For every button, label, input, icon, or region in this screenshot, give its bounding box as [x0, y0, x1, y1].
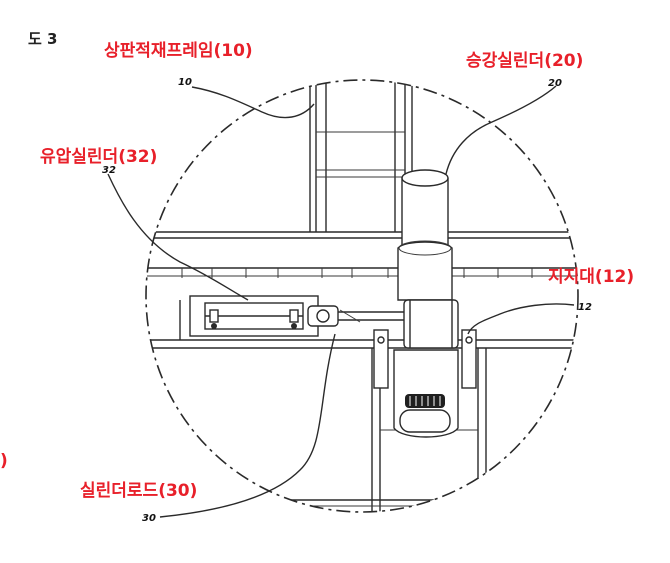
ref-number-12: 12 [578, 302, 592, 313]
leader-lines [107, 85, 575, 518]
figure-title: 도 3 [28, 30, 57, 48]
ref-number-10: 10 [178, 77, 192, 88]
label-hydraulic-cylinder: 유압실린더(32) [40, 146, 157, 167]
label-left-edge-fragment: ) [0, 451, 8, 471]
ref-number-32: 32 [102, 165, 116, 176]
cylinder-rod [307, 305, 406, 327]
hydraulic-cylinder [189, 295, 319, 337]
label-upper-frame: 상판적재프레임(10) [104, 40, 253, 61]
frame-posts [309, 80, 413, 232]
label-lift-cylinder: 승강실린더(20) [466, 51, 583, 71]
support-bracket [373, 329, 477, 438]
lift-cylinder [397, 169, 459, 349]
horizontal-beam [146, 231, 578, 278]
detail-view [146, 80, 578, 512]
label-support: 지지대(12) [548, 267, 634, 287]
ref-number-20: 20 [548, 78, 562, 89]
detail-circle [145, 79, 579, 513]
label-cylinder-rod: 실린더로드(30) [80, 481, 197, 501]
lower-base [220, 499, 520, 507]
ref-number-30: 30 [142, 513, 156, 524]
